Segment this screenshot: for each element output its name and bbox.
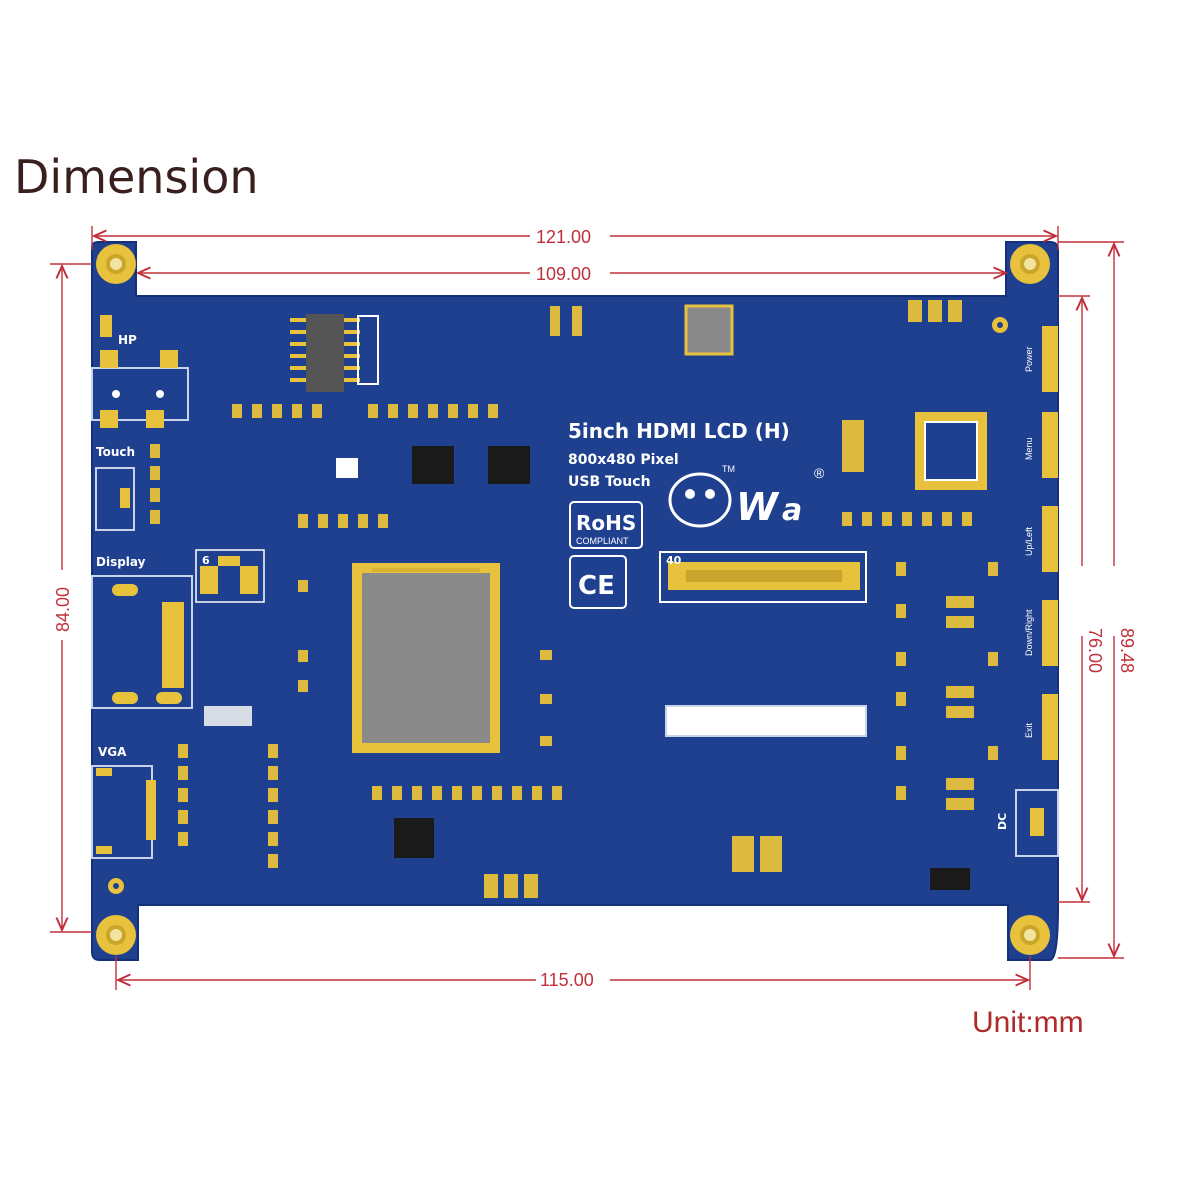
dim-right-inner-height: 76.00 [1085, 628, 1105, 673]
label-button-exit: Exit [1024, 722, 1034, 738]
product-name: 5inch HDMI LCD (H) [568, 419, 790, 443]
svg-text:®: ® [814, 465, 825, 481]
label-button-menu: Menu [1024, 437, 1034, 460]
product-touch: USB Touch [568, 474, 651, 490]
page-title: Dimension [14, 150, 259, 204]
label-6: 6 [202, 554, 210, 567]
svg-text:COMPLIANT: COMPLIANT [576, 536, 629, 546]
svg-text:W: W [736, 485, 780, 529]
label-touch: Touch [96, 445, 135, 459]
label-hp: HP [118, 333, 137, 347]
connector-6pin [195, 549, 265, 603]
dim-right-outer-height: 89.48 [1117, 628, 1137, 673]
svg-text:CE: CE [578, 571, 615, 601]
svg-text:a: a [782, 493, 802, 528]
ce-logo: CE [569, 555, 627, 609]
dim-left-height: 84.00 [53, 587, 73, 632]
rohs-logo: RoHS COMPLIANT [569, 501, 643, 549]
product-resolution: 800x480 Pixel [568, 452, 679, 468]
dimension-lines [50, 226, 1124, 990]
button-pads [1015, 326, 1059, 857]
display-hdmi [91, 575, 193, 709]
label-display: Display [96, 555, 146, 569]
mounting-hole-tr [1010, 244, 1050, 284]
dim-hole-spacing-bottom: 115.00 [540, 970, 594, 990]
hp-jack [91, 315, 189, 428]
label-dc: DC [996, 813, 1009, 830]
pcb-board: HP Touch Display VGA DC 6 40 Power Menu … [91, 241, 1059, 961]
qfp-chip [915, 412, 987, 490]
svg-text:RoHS: RoHS [576, 511, 636, 535]
dim-overall-width: 121.00 [536, 227, 591, 247]
label-40: 40 [666, 554, 682, 567]
vga-port [91, 765, 156, 859]
brand-logo: W a TM ® [668, 464, 825, 529]
unit-label: Unit:mm [972, 1006, 1084, 1039]
label-button-upleft: Up/Left [1024, 526, 1034, 556]
label-button-downright: Down/Right [1024, 609, 1034, 656]
mounting-hole-tl [96, 244, 136, 284]
svg-text:TM: TM [722, 464, 735, 474]
main-chip [352, 563, 500, 753]
label-vga: VGA [98, 745, 127, 759]
connector-40pin [659, 551, 867, 603]
mounting-hole-br [1010, 915, 1050, 955]
label-button-power: Power [1024, 346, 1034, 372]
touch-usb [95, 467, 135, 531]
mounting-hole-bl [96, 915, 136, 955]
dim-hole-spacing-top: 109.00 [536, 264, 591, 284]
